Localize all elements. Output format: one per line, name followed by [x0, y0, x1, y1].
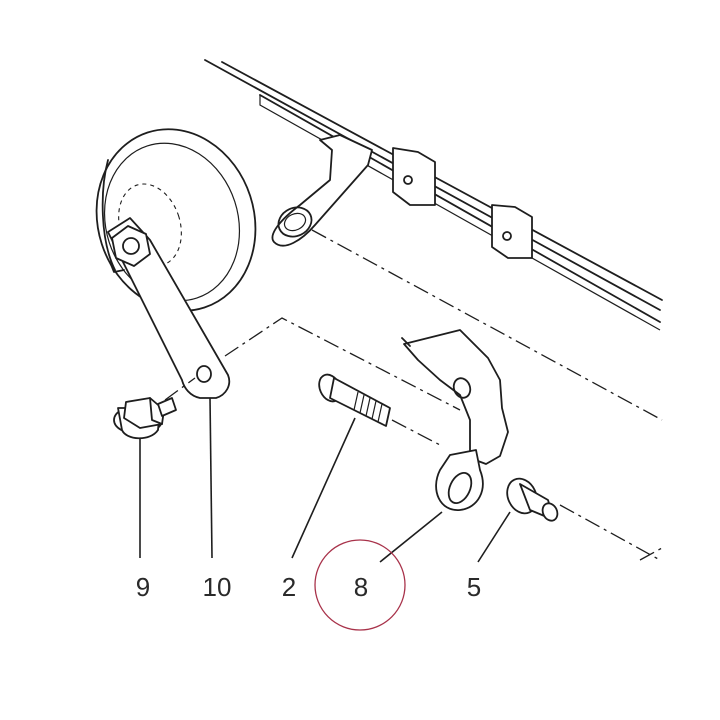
- flange-bolt: [113, 397, 177, 440]
- center-line-upper: [311, 229, 663, 421]
- spacer-collar: [506, 477, 559, 522]
- callout-2: 2: [282, 572, 296, 602]
- callout-5: 5: [467, 572, 481, 602]
- mounting-bracket: [401, 329, 509, 511]
- callout-10: 10: [203, 572, 232, 602]
- callout-8: 8: [354, 572, 368, 602]
- horn-bracket: [107, 217, 231, 399]
- leader-lines: [139, 397, 511, 563]
- center-line-horn: [164, 317, 461, 411]
- chassis-rail: [204, 59, 663, 331]
- bolt-axis-line: [391, 419, 441, 446]
- center-line-right-end: [639, 547, 663, 561]
- long-bolt: [318, 373, 391, 427]
- callout-9: 9: [136, 572, 150, 602]
- highlight-circle: [314, 539, 406, 631]
- center-line-bracket-lower: [559, 504, 661, 561]
